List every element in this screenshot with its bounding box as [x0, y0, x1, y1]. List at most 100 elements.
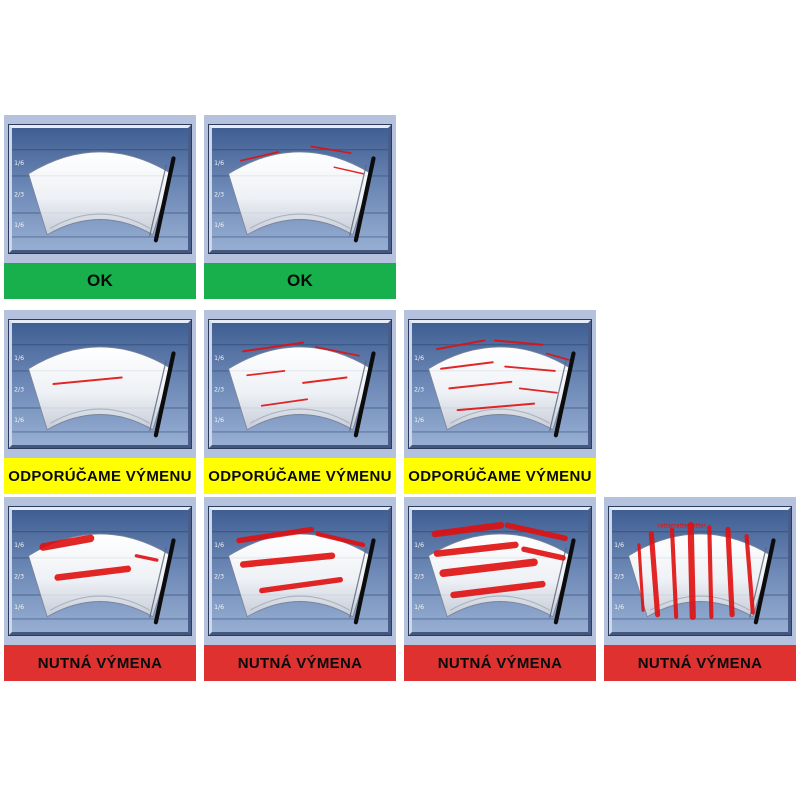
status-bar: ODPORÚČAME VÝMENU — [204, 458, 396, 494]
wear-streak — [504, 365, 556, 372]
wear-streak — [669, 527, 679, 619]
status-label: NUTNÁ VÝMENA — [37, 654, 163, 672]
sweep-inner-arc — [50, 408, 150, 424]
wiper-arm — [349, 546, 367, 618]
wiper-sweep-area — [228, 151, 372, 236]
wear-streak — [240, 151, 280, 162]
sweep-inner-arc — [450, 595, 550, 611]
wiper-arm — [149, 359, 167, 431]
wear-streak — [545, 352, 571, 361]
wiper-blade — [553, 351, 576, 438]
wiper-cell: 1/6 2/3 1/6 NUTNÁ VÝMENA — [204, 497, 396, 681]
wiper-sweep-area — [228, 346, 372, 431]
scale-label: 2/3 — [614, 572, 624, 580]
status-bar: NUTNÁ VÝMENA — [4, 645, 196, 681]
wiper-illustration: 1/6 2/3 1/6 ratterratterratter — [612, 521, 788, 625]
scale-label: 1/6 — [214, 416, 224, 424]
scale-label: 2/3 — [14, 572, 24, 580]
wear-streak — [648, 531, 661, 618]
wiper-blade — [153, 538, 176, 625]
scale-label: 2/3 — [214, 190, 224, 198]
wiper-arm — [549, 359, 567, 431]
wear-streak — [314, 346, 360, 357]
status-bar: NUTNÁ VÝMENA — [604, 645, 796, 681]
wear-streak — [310, 145, 352, 154]
wiper-arm — [349, 164, 367, 236]
scale-label: 1/6 — [214, 354, 224, 362]
wiper-blade — [353, 351, 376, 438]
wiper-blade — [153, 156, 176, 243]
sweep-inner-arc — [450, 408, 550, 424]
status-bar: NUTNÁ VÝMENA — [404, 645, 596, 681]
wear-streak — [448, 380, 513, 390]
wiper-blade — [153, 351, 176, 438]
wear-streak — [521, 546, 566, 561]
wiper-cell: 1/6 2/3 1/6 ratterratterratter NUTNÁ VÝMENA — [604, 497, 796, 681]
status-bar: OK — [204, 263, 396, 299]
status-label: NUTNÁ VÝMENA — [637, 654, 763, 672]
wear-streak — [440, 361, 494, 370]
wiper-illustration: 1/62/31/6 — [12, 531, 188, 625]
wear-streak — [431, 521, 505, 538]
wear-streak — [439, 558, 538, 577]
wear-streak — [315, 531, 366, 548]
scale-label: 1/6 — [14, 159, 24, 167]
wear-streak — [259, 576, 343, 594]
wiper-cell: 1/6 2/3 1/6 ODPORÚČAME VÝMENU — [204, 310, 396, 494]
scale-label: 1/6 — [414, 416, 424, 424]
wear-streak — [687, 521, 696, 621]
status-label: ODPORÚČAME VÝMENU — [8, 467, 192, 485]
wear-streak — [54, 565, 132, 581]
wear-streak — [239, 552, 336, 568]
wiper-panel: 1/6 2/3 1/6 ratterratterratter — [604, 497, 796, 645]
wiper-blade — [353, 156, 376, 243]
wiper-panel: 1/6 2/3 1/6 — [204, 310, 396, 458]
wiper-illustration: 1/62/31/6 — [412, 339, 588, 438]
scale-label: 1/6 — [614, 603, 624, 611]
sweep-inner-arc — [650, 595, 750, 611]
scale-label: 1/6 — [14, 603, 24, 611]
wiper-sweep-area — [228, 533, 372, 618]
scale-label: 1/6 — [214, 603, 224, 611]
wear-streak — [744, 533, 755, 615]
status-label: NUTNÁ VÝMENA — [237, 654, 363, 672]
wiper-illustration: 1/6 2/3 1/6 — [212, 526, 388, 625]
wear-streak — [456, 402, 536, 412]
sweep-inner-arc — [250, 595, 350, 611]
wear-streak — [450, 580, 546, 599]
scale-label: 2/3 — [214, 385, 224, 393]
wear-streak — [637, 543, 645, 612]
wiper-panel: 1/6 2/3 1/6 — [204, 497, 396, 645]
scale-label: 2/3 — [14, 190, 24, 198]
wear-streak — [242, 341, 305, 353]
scale-label: 1/6 — [14, 416, 24, 424]
wiper-image-frame: 1/6 2/3 1/6 ratterratterratter — [608, 506, 792, 636]
wear-streak — [39, 534, 95, 551]
scale-label: 1/6 — [214, 159, 224, 167]
status-label: ODPORÚČAME VÝMENU — [208, 467, 392, 485]
status-bar: NUTNÁ VÝMENA — [204, 645, 396, 681]
scrawl-text: ratterratterratter — [658, 523, 707, 529]
scale-label: 1/6 — [214, 541, 224, 549]
wiper-illustration: 1/6 2/3 1/6 — [212, 341, 388, 438]
scale-label: 2/3 — [214, 572, 224, 580]
wiper-arm — [149, 546, 167, 618]
scale-label: 1/6 — [614, 541, 624, 549]
wear-streak — [493, 339, 544, 346]
wear-streak — [518, 387, 558, 394]
scale-label: 1/6 — [14, 354, 24, 362]
wiper-illustration: 1/62/31/6 — [212, 145, 388, 243]
